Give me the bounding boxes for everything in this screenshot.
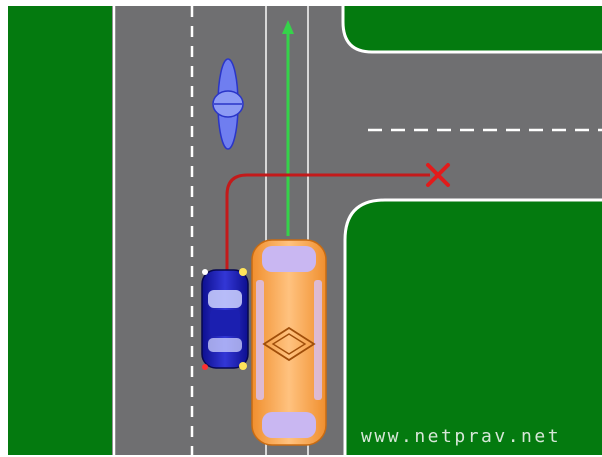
grass-left	[8, 6, 112, 455]
grass-top-right	[343, 6, 602, 52]
car-icon	[202, 268, 248, 370]
bus-icon	[252, 240, 326, 445]
watermark: www.netprav.net	[361, 426, 561, 447]
grass-bottom-right	[345, 200, 602, 455]
